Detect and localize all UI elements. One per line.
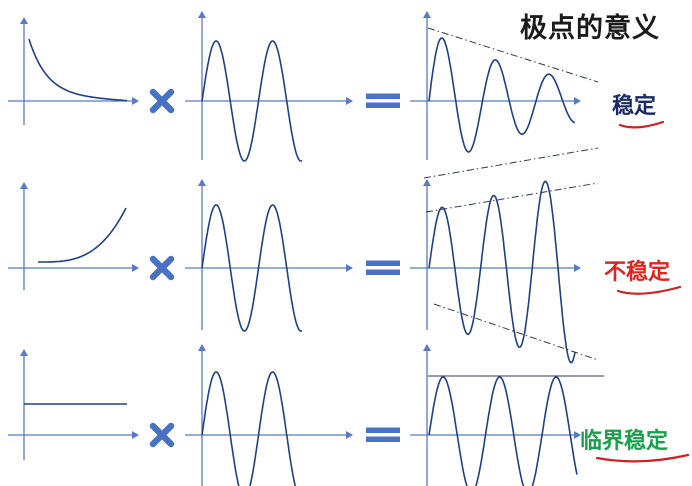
unstable-label-underline: [616, 285, 682, 295]
stable-output-wave: [428, 37, 576, 153]
critical-sine-wave: [201, 371, 297, 486]
label-stable: 稳定: [612, 94, 657, 119]
unstable-envelope-lower: [433, 303, 599, 361]
critical-output-wave: [428, 376, 578, 486]
unstable-equals-icon: [366, 260, 400, 275]
page-title: 极点的意义: [520, 13, 660, 44]
unstable-growth-curve: [38, 207, 127, 263]
critical-equals-icon: [366, 427, 400, 442]
critical-label-underline: [595, 453, 690, 463]
label-unstable: 不稳定: [604, 260, 671, 285]
stable-decay-curve: [28, 38, 127, 102]
stable-multiply-icon: [149, 88, 175, 114]
label-critical: 临界稳定: [580, 429, 669, 454]
unstable-output-wave: [428, 180, 576, 364]
stable-equals-icon: [366, 93, 400, 108]
critical-multiply-icon: [149, 422, 175, 448]
unstable-sine-wave: [201, 204, 303, 332]
stable-sine-wave: [201, 40, 303, 162]
unstable-envelope-upper: [425, 182, 599, 213]
unstable-multiply-icon: [149, 255, 175, 281]
stable-envelope-lower: [423, 147, 599, 179]
stable-envelope-upper: [427, 27, 599, 83]
stable-label-underline: [618, 120, 665, 129]
